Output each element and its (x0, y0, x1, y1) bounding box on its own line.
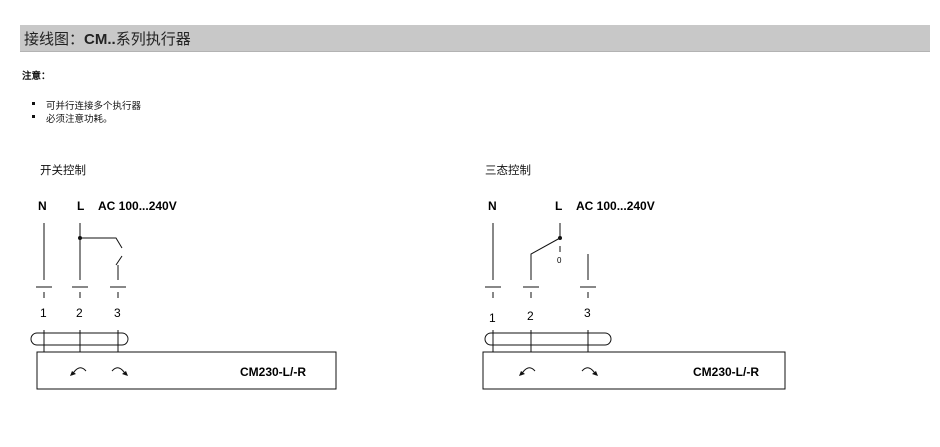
right-section-title: 三态控制 (485, 163, 531, 177)
page-title: 接线图：CM..系列执行器 (24, 30, 191, 48)
note-bullet-list: 可并行连接多个执行器 必须注意功耗。 (32, 100, 141, 126)
left-n-label: N (38, 199, 47, 213)
left-terminal-2: 2 (76, 306, 83, 320)
left-terminal-1: 1 (40, 306, 47, 320)
note-label: 注意： (22, 71, 51, 82)
right-switch-blade (530, 237, 561, 280)
left-actuator-box (36, 351, 337, 390)
left-cable-jacket (30, 332, 129, 346)
right-wiring-diagram: N L AC 100...240V 0 1 2 3 CM230-L/-R (482, 199, 786, 390)
left-switch-contact (115, 255, 123, 266)
bullet-square-icon (32, 102, 35, 105)
left-junction-dot (78, 236, 82, 240)
right-model-label: CM230-L/-R (693, 365, 759, 379)
right-actuator-box (482, 351, 786, 390)
left-ac-label: AC 100...240V (98, 199, 177, 213)
right-n-label: N (488, 199, 497, 213)
right-pivot-dot (558, 236, 562, 240)
right-terminal-1: 1 (489, 311, 496, 325)
bullet-item: 可并行连接多个执行器 (32, 100, 141, 113)
left-section-title: 开关控制 (40, 163, 86, 177)
right-l-label: L (555, 199, 562, 213)
bullet-square-icon (32, 115, 35, 118)
left-l-label: L (77, 199, 84, 213)
right-ac-label: AC 100...240V (576, 199, 655, 213)
bullet-item: 必须注意功耗。 (32, 113, 141, 126)
right-terminal-3: 3 (584, 306, 591, 320)
right-zero-label: 0 (557, 256, 562, 265)
left-wiring-diagram: N L AC 100...240V 1 2 3 CM230-L/-R (30, 199, 337, 390)
left-switch-branch (80, 237, 123, 249)
right-terminal-2: 2 (527, 309, 534, 323)
left-model-label: CM230-L/-R (240, 365, 306, 379)
left-terminal-3: 3 (114, 306, 121, 320)
title-bar: 接线图：CM..系列执行器 (20, 25, 930, 52)
right-cable-jacket (484, 332, 612, 346)
